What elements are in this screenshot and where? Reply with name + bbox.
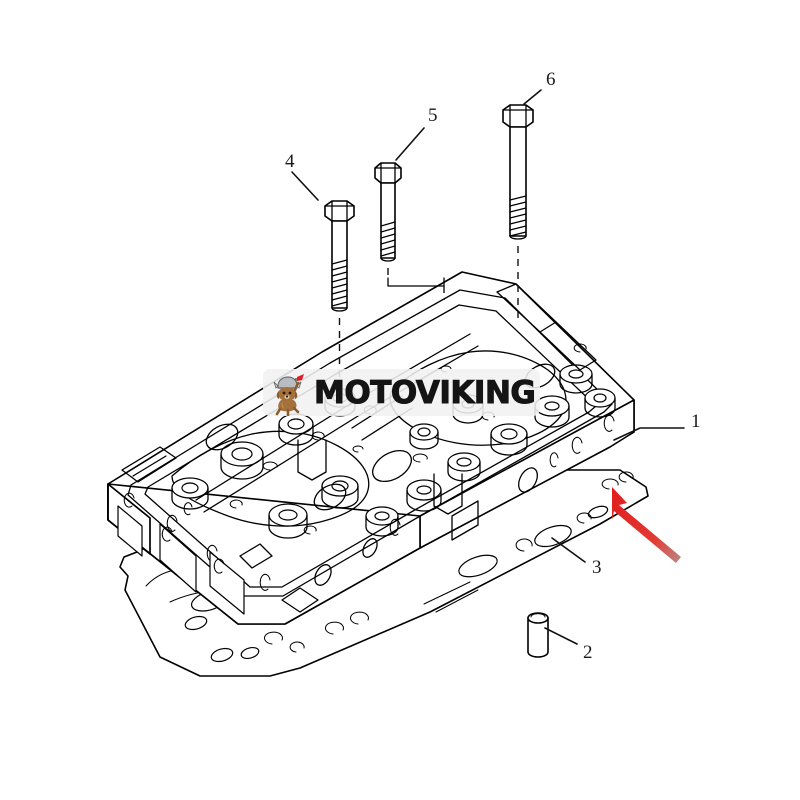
left-end-ports: [107, 446, 245, 615]
bolt-4-threads: [331, 259, 348, 307]
callout-label-3: 3: [592, 557, 602, 578]
callout-label-4: 4: [285, 151, 295, 172]
cylinder-head-part: [107, 271, 635, 625]
callout-label-5: 5: [428, 105, 438, 126]
bolt-6-threads: [509, 195, 527, 237]
head-bolt-long-part: [502, 104, 534, 322]
valve-seat-group-b: [268, 452, 481, 539]
callout-label-2: 2: [583, 642, 593, 663]
right-face-features: [451, 414, 615, 541]
head-bolt-medium-part: [374, 162, 445, 300]
front-face-features: [166, 514, 401, 613]
watermark-text: MOTOVIKING: [313, 374, 536, 411]
bolt-5-threads: [380, 221, 396, 257]
dowel-pin-part: [527, 612, 549, 658]
callout-label-1: 1: [691, 411, 701, 432]
callout-leader-lines: [291, 89, 685, 645]
viking-dog-icon: [266, 369, 312, 416]
callout-label-6: 6: [546, 69, 556, 90]
watermark-overlay: MOTOVIKING: [263, 369, 540, 416]
red-highlight-arrow: [612, 487, 681, 563]
